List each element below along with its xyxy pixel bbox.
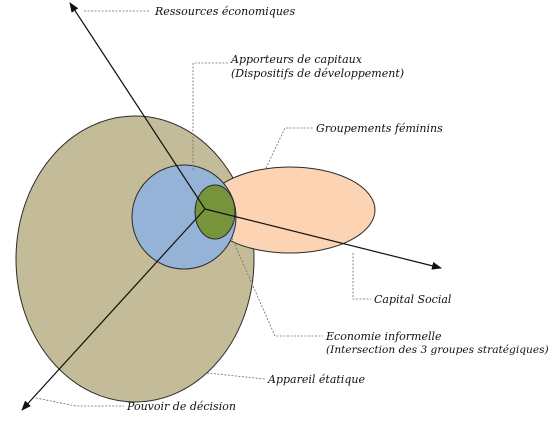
leader-apporteurs <box>192 62 228 170</box>
leader-economie <box>231 237 323 337</box>
label-economie-informelle: Economie informelle <box>326 330 442 343</box>
leader-appareil <box>206 372 266 380</box>
label-groupements-feminins: Groupements féminins <box>316 122 443 135</box>
label-pouvoir-decision: Pouvoir de décision <box>127 400 236 413</box>
axis-capital-social <box>204 208 442 270</box>
leader-capital-social <box>352 253 371 300</box>
label-ressources-economiques: Ressources économiques <box>155 5 296 18</box>
label-intersection-groupes: (Intersection des 3 groupes stratégiques… <box>326 344 549 356</box>
label-appareil-etatique: Appareil étatique <box>268 373 365 386</box>
axis-ressources-economiques <box>69 2 206 210</box>
label-apporteurs-capitaux: Apporteurs de capitaux <box>231 53 362 66</box>
label-dispositifs-developpement: (Dispositifs de développement) <box>231 67 405 80</box>
label-capital-social: Capital Social <box>374 293 452 306</box>
axis-pouvoir-decision <box>21 208 206 411</box>
appareil-etatique-ellipse <box>15 115 255 403</box>
leader-groupements <box>265 127 313 169</box>
